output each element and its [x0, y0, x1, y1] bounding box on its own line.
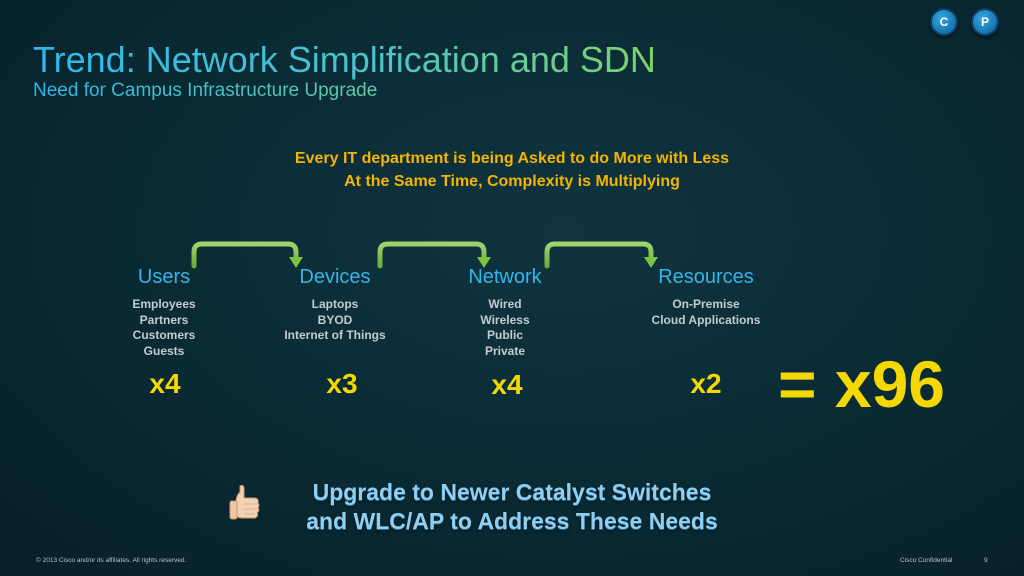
- list-item: Customers: [132, 328, 196, 342]
- list-item: Wireless: [480, 312, 530, 327]
- column-heading: Users: [137, 266, 191, 288]
- column-items: On-Premise Cloud Applications: [606, 297, 806, 328]
- list-item: Internet of Things: [284, 328, 386, 342]
- headline-line-1: Every IT department is being Asked to do…: [294, 150, 730, 167]
- list-item: Wired: [488, 297, 522, 311]
- list-item: Employees: [132, 297, 196, 311]
- c-badge-label: C: [939, 15, 949, 29]
- p-badge-label: P: [980, 15, 989, 29]
- page-title: Trend: Network Simplification and SDN: [33, 39, 656, 80]
- multiplier-resources: x2: [690, 368, 722, 399]
- multiplier-devices: x3: [326, 368, 358, 399]
- column-heading: Devices: [299, 266, 371, 288]
- bracket-arrow-icon: [544, 241, 658, 269]
- cta-line-1: Upgrade to Newer Catalyst Switches: [312, 479, 712, 505]
- list-item: Public: [486, 328, 523, 342]
- column-items: Laptops BYOD Internet of Things: [235, 297, 435, 344]
- total-result: = x96: [778, 347, 945, 421]
- cta-line-2: and WLC/AP to Address These Needs: [306, 508, 718, 534]
- column-heading: Resources: [658, 266, 754, 288]
- list-item: Laptops: [311, 297, 359, 311]
- bracket-arrow-icon: [191, 241, 303, 269]
- column-items: Employees Partners Customers Guests: [64, 297, 264, 359]
- column-items: Wired Wireless Public Private: [405, 297, 605, 359]
- c-badge-button[interactable]: C: [930, 8, 958, 36]
- column-users: Users Employees Partners Customers Guest…: [64, 265, 264, 359]
- headline-line-2: At the Same Time, Complexity is Multiply…: [344, 173, 680, 190]
- thumbs-up-icon: [229, 484, 260, 520]
- list-item: On-Premise: [672, 297, 740, 311]
- page-number: 9: [984, 557, 988, 564]
- column-devices: Devices Laptops BYOD Internet of Things: [235, 265, 435, 344]
- list-item: Private: [484, 343, 526, 358]
- list-item: Cloud Applications: [651, 312, 761, 327]
- footer-copyright: © 2013 Cisco and/or its affiliates. All …: [36, 557, 187, 564]
- p-badge-button[interactable]: P: [971, 8, 999, 36]
- page-subtitle: Need for Campus Infrastructure Upgrade: [33, 80, 378, 101]
- column-network: Network Wired Wireless Public Private: [405, 265, 605, 359]
- multiplier-users: x4: [149, 368, 181, 399]
- footer-classification: Cisco Confidential: [900, 557, 953, 564]
- list-item: Partners: [139, 312, 189, 327]
- list-item: Guests: [143, 343, 185, 358]
- column-heading: Network: [468, 266, 542, 288]
- bracket-arrow-icon: [377, 241, 491, 269]
- list-item: BYOD: [317, 312, 353, 327]
- multiplier-network: x4: [491, 369, 523, 400]
- column-resources: Resources On-Premise Cloud Applications: [606, 265, 806, 328]
